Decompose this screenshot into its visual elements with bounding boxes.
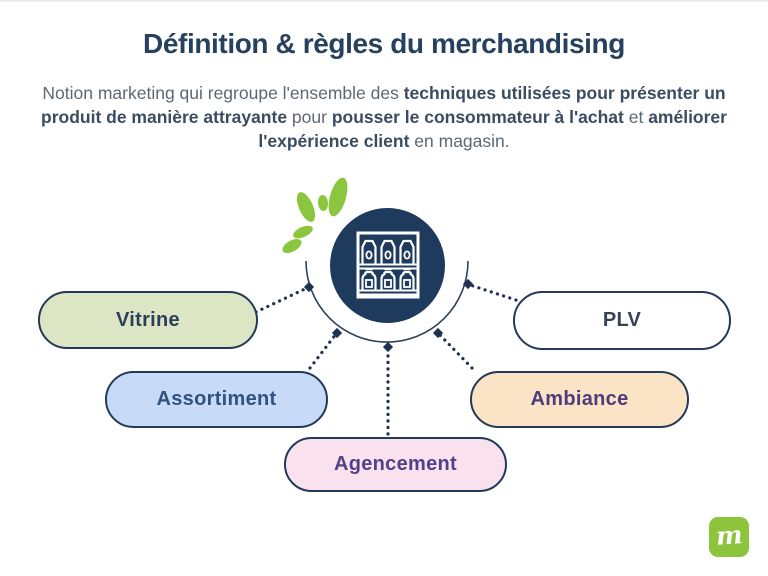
node-label: Ambiance — [530, 388, 629, 410]
dotted-connectors — [254, 283, 518, 436]
node-pill-vitrine: Vitrine — [38, 291, 258, 349]
green-splash-decoration — [282, 177, 348, 254]
page-title: Définition & règles du merchandising — [143, 28, 625, 59]
connector-plv — [468, 283, 518, 302]
brand-logo: m — [709, 517, 749, 557]
logo-letter: m — [714, 519, 744, 551]
connector-assortiment — [308, 332, 338, 370]
definition-paragraph: Notion marketing qui regroupe l'ensemble… — [41, 83, 727, 151]
carton-shapes — [360, 239, 415, 264]
bottle-labels — [364, 278, 411, 288]
carton-drops — [364, 249, 411, 259]
node-pill-assortiment: Assortiment — [105, 371, 328, 428]
node-pill-agencement: Agencement — [284, 437, 507, 492]
node-pill-ambiance: Ambiance — [470, 371, 689, 428]
node-label: PLV — [602, 309, 642, 331]
top-border — [0, 0, 768, 2]
node-label: Assortiment — [156, 388, 277, 410]
node-label: Vitrine — [116, 308, 180, 331]
center-circle — [330, 208, 445, 323]
node-label: Agencement — [333, 453, 458, 475]
node-pill-plv: PLV — [513, 291, 731, 350]
connector-ambiance — [437, 332, 474, 370]
bottle-shapes — [360, 267, 415, 290]
connector-vitrine — [254, 286, 309, 314]
orbit-arc — [305, 260, 469, 343]
store-shelf-icon — [356, 231, 419, 298]
